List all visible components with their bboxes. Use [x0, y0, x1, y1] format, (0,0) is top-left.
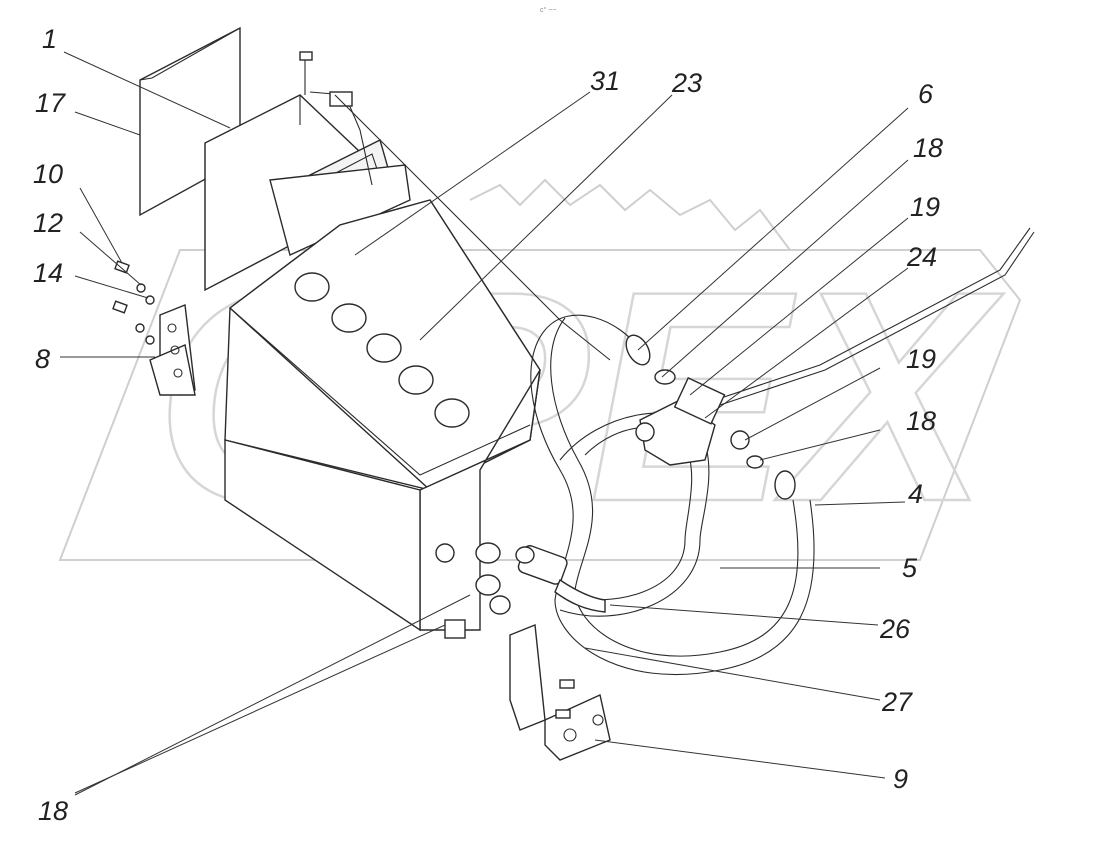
callout-9: 9: [893, 764, 908, 794]
callout-18-upper: 18: [913, 133, 943, 163]
callout-10: 10: [33, 159, 63, 189]
header-mark: с° ~~: [540, 6, 556, 14]
callout-6: 6: [918, 79, 934, 109]
callout-24: 24: [906, 242, 937, 272]
callout-19-upper: 19: [910, 192, 940, 222]
callout-4: 4: [908, 479, 923, 509]
callout-18-middle: 18: [906, 406, 936, 436]
callout-14: 14: [33, 258, 63, 288]
control-rod: [334, 94, 1035, 411]
callout-31: 31: [590, 66, 620, 96]
callout-27: 27: [881, 687, 913, 717]
callout-5: 5: [902, 553, 918, 583]
bracket-part-8: [149, 304, 196, 396]
callout-17: 17: [35, 88, 66, 118]
callout-1: 1: [42, 24, 57, 54]
callout-18-lower: 18: [38, 796, 68, 826]
heater-body: [224, 199, 541, 632]
callout-19-lower: 19: [906, 344, 936, 374]
leader-lines: [60, 51, 909, 796]
fasteners: [112, 260, 155, 345]
callout-23: 23: [671, 68, 702, 98]
callout-8: 8: [35, 344, 50, 374]
callout-numbers: 1 17 10 12 14 8 31 23 6 18 19 24 19 18 4…: [33, 24, 943, 826]
heater-box: [204, 51, 411, 292]
bracket-part-9: [509, 624, 611, 761]
callout-26: 26: [879, 614, 911, 644]
callout-12: 12: [33, 208, 63, 238]
lower-fittings: [444, 542, 606, 639]
